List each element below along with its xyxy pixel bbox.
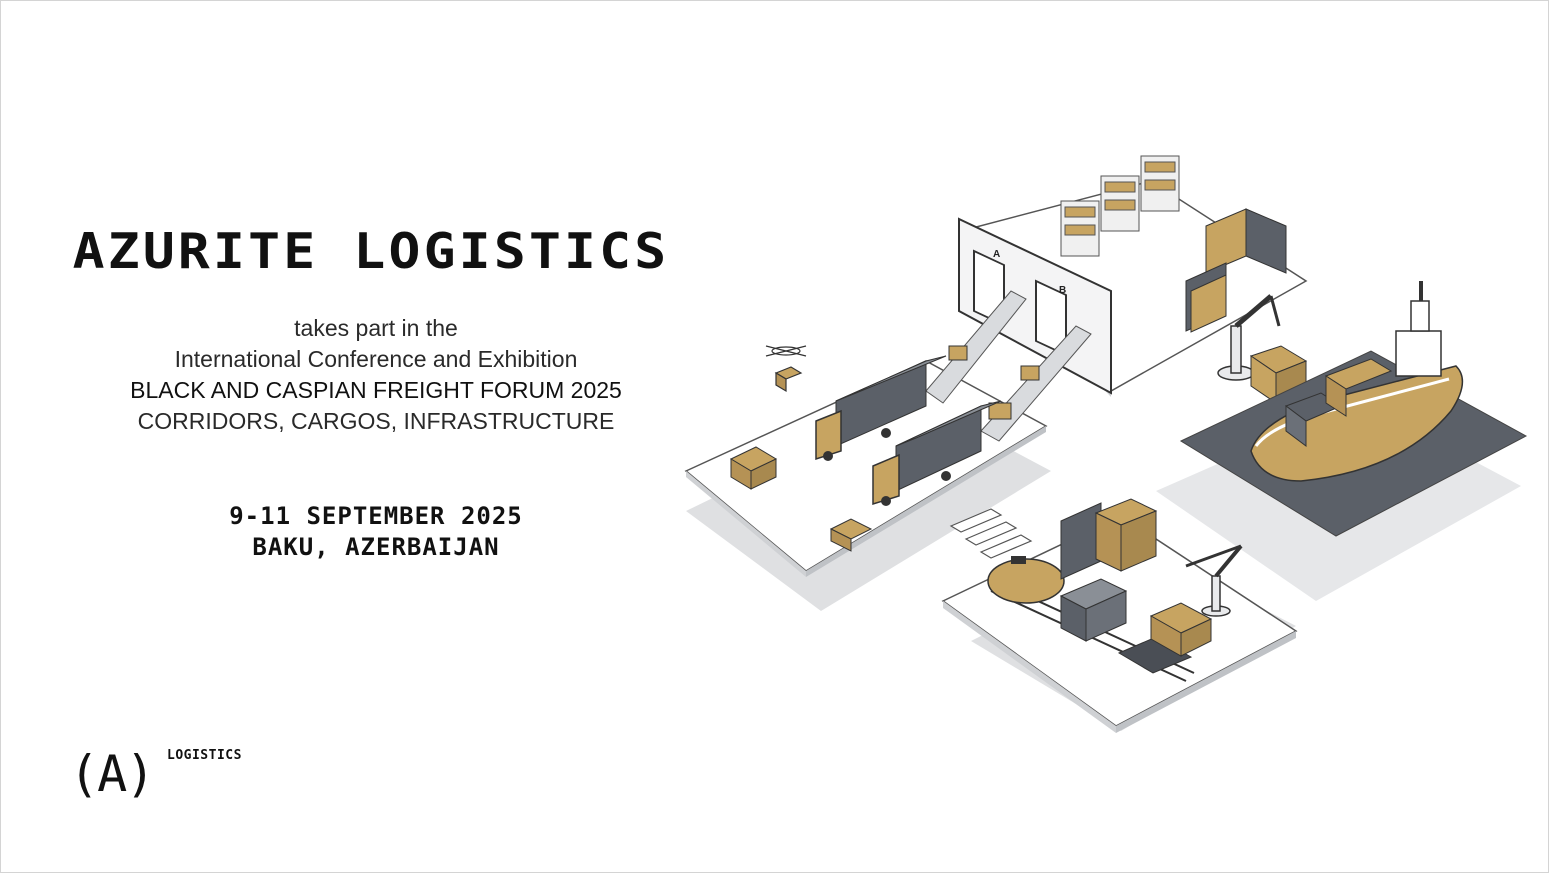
truck-1	[815, 355, 947, 461]
intro-line-2: International Conference and Exhibition	[174, 346, 578, 372]
gate-a-label: A	[993, 249, 1000, 260]
container-car	[1059, 578, 1128, 642]
event-location: BAKU, AZERBAIJAN	[252, 533, 500, 561]
headline-title: AZURITE LOGISTICS	[72, 223, 670, 280]
company-logo: (A) LOGISTICS	[69, 745, 269, 815]
intro-line-1: takes part in the	[294, 315, 458, 341]
forum-tagline: CORRIDORS, CARGOS, INFRASTRUCTURE	[137, 408, 615, 434]
forum-name: BLACK AND CASPIAN FREIGHT FORUM 2025	[130, 377, 622, 403]
logistics-illustration: A B	[684, 155, 1528, 733]
robot-arm-ship	[1217, 294, 1281, 381]
gate-b	[1035, 279, 1067, 357]
logo-mark: (A)	[69, 745, 155, 803]
robot-arm-rail	[1185, 544, 1243, 617]
logo-word: LOGISTICS	[167, 748, 242, 763]
steps	[949, 508, 1033, 559]
event-block: 9-11 SEPTEMBER 2025 BAKU, AZERBAIJAN	[61, 501, 691, 563]
drone	[765, 345, 807, 393]
flat-car	[1117, 636, 1193, 674]
event-dates: 9-11 SEPTEMBER 2025	[229, 502, 523, 530]
ship-bridge	[1395, 330, 1442, 377]
intro-block: takes part in the International Conferen…	[61, 313, 691, 437]
conveyor-a	[925, 290, 1027, 404]
tank-car	[987, 556, 1065, 604]
truck-2	[872, 400, 1002, 506]
warehouse-shelves	[1060, 155, 1180, 257]
gate-b-label: B	[1059, 285, 1066, 296]
